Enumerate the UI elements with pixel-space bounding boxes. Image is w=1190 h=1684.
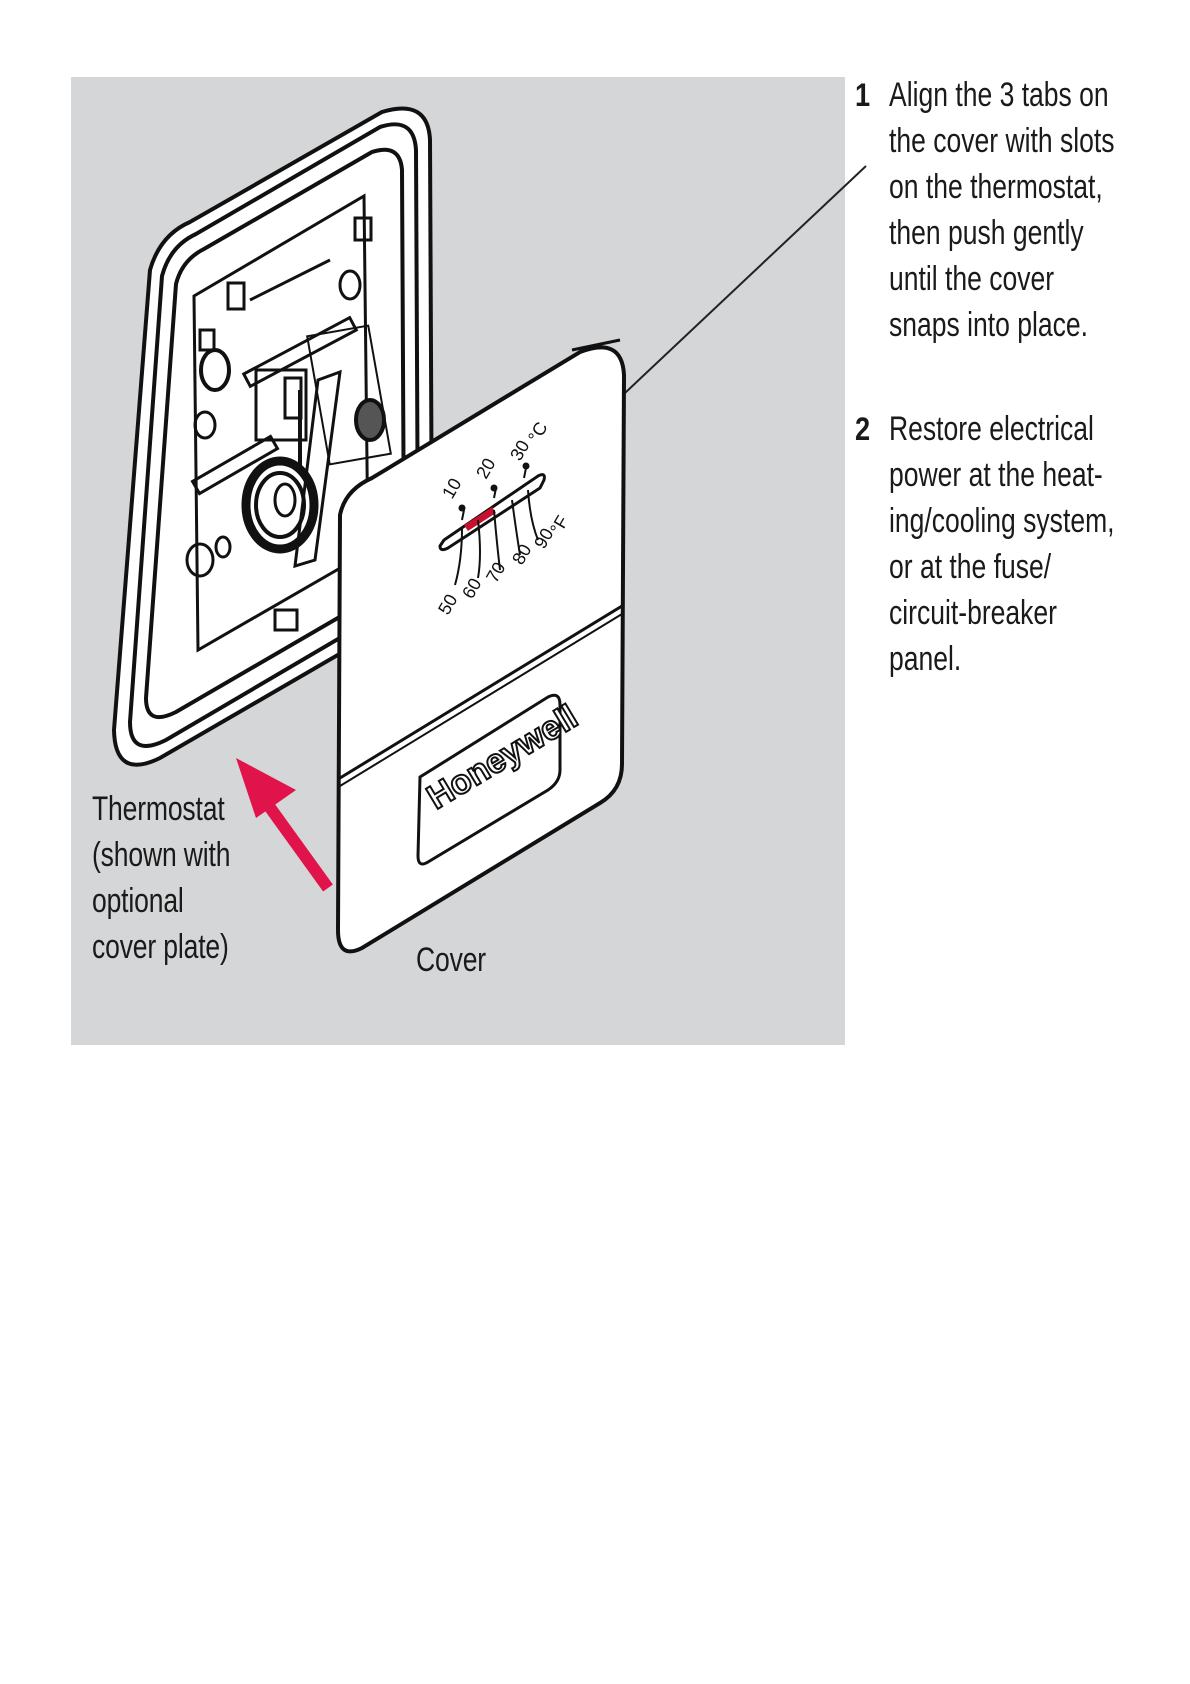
step-text: Align the 3 tabs on the cover with slots… (889, 76, 1115, 344)
step-number: 2 (855, 411, 871, 447)
cover-label: Cover (416, 941, 486, 979)
leader-line (591, 165, 867, 425)
step-text: Restore electrical power at the heat- in… (889, 410, 1115, 678)
step-2: 2 Restore electrical power at the heat- … (855, 406, 1190, 682)
thermostat-label: Thermostat (shown with optional cover pl… (92, 790, 231, 966)
step-1: 1 Align the 3 tabs on the cover with slo… (855, 72, 1190, 348)
arrow-icon (236, 758, 333, 892)
thermostat-cover (335, 338, 627, 954)
step-number: 1 (855, 77, 871, 113)
